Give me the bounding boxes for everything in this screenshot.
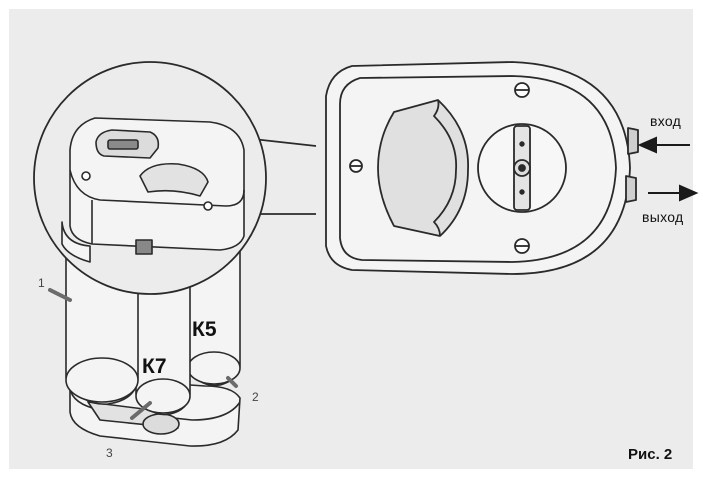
pointer-2 [226, 376, 238, 388]
base-hole [142, 413, 180, 435]
callout-1: 1 [38, 276, 45, 290]
outlet-label: выход [642, 209, 684, 225]
head-handle [139, 162, 209, 197]
figure-caption: Рис. 2 [628, 446, 673, 463]
filter-unit [48, 243, 241, 447]
pointer-3 [130, 401, 152, 420]
cartridge-k7-label: К7 [142, 355, 167, 378]
top-view [325, 61, 639, 275]
filter-head [61, 117, 245, 263]
top-view-handle [377, 99, 469, 237]
inlet-label: вход [650, 113, 682, 129]
callout-2: 2 [252, 390, 259, 404]
callout-3: 3 [106, 446, 113, 460]
port-outlet [625, 175, 637, 203]
pointer-1 [48, 288, 72, 302]
cartridge-k5-label: К5 [192, 318, 217, 341]
port-inlet [627, 127, 639, 155]
